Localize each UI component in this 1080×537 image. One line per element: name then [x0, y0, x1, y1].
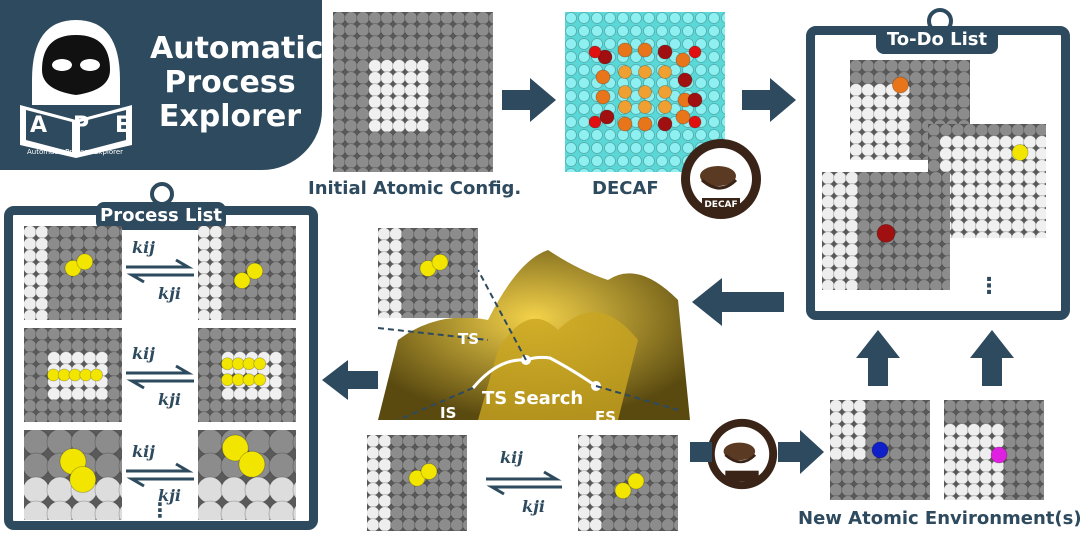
rate-forward-is: kij [500, 448, 523, 467]
equilibrium-arrows-icon [126, 364, 194, 390]
arrow-right-stub-icon [690, 442, 712, 462]
logo-letter-e: E [114, 113, 130, 138]
new-env-1-atoms [830, 400, 930, 500]
logo-letters: A P E [30, 113, 130, 138]
arrow-right-icon [742, 78, 796, 122]
decaf-label: DECAF [592, 178, 659, 199]
initial-config-panel [333, 12, 493, 172]
app-title: Automatic Process Explorer [150, 31, 324, 134]
decaf-badge-icon [706, 418, 778, 490]
ts-atoms [378, 228, 478, 318]
rate-backward-1: kji [158, 284, 181, 303]
process-3-initial-atoms [24, 430, 122, 520]
rate-backward-is: kji [522, 497, 545, 516]
process-2-final-atoms [198, 328, 296, 422]
ape-logo [20, 20, 132, 158]
arrow-left-icon [322, 360, 378, 400]
process-more-ellipsis: ⋮ [150, 498, 170, 522]
process-3-initial [24, 430, 122, 520]
is-panel [367, 435, 467, 531]
decaf-badge-text: DECAF [704, 200, 738, 210]
arrow-right-icon [778, 430, 824, 474]
equilibrium-arrows-icon [126, 462, 194, 488]
arrow-up-icon [970, 330, 1014, 386]
rate-forward-2: kij [132, 344, 155, 363]
arrow-left-icon [692, 278, 784, 326]
process-2-initial-atoms [24, 328, 122, 422]
initial-config-label: Initial Atomic Config. [308, 178, 522, 199]
is-label: IS [440, 404, 457, 422]
new-env-1 [830, 400, 930, 500]
logo-caption: Automatic Process Explorer [26, 148, 124, 156]
new-env-2-atoms [944, 400, 1044, 500]
ts-label: TS [458, 330, 480, 348]
decaf-atoms [565, 12, 725, 172]
arrow-up-icon [856, 330, 900, 386]
arrow-right-icon [502, 78, 556, 122]
fs-atoms [578, 435, 678, 531]
process-3-final [198, 430, 296, 520]
todo-list-title: To-Do List [876, 26, 998, 54]
energy-landscape [378, 250, 690, 420]
process-2-final [198, 328, 296, 422]
initial-config-atoms [333, 12, 493, 172]
equilibrium-arrows-icon [486, 470, 562, 496]
process-2-initial [24, 328, 122, 422]
ts-search-label: TS Search [482, 388, 584, 409]
logo-letter-p: P [72, 113, 90, 138]
process-1-initial [24, 226, 122, 320]
process-list-title: Process List [96, 202, 226, 230]
new-env-label: New Atomic Environment(s) [798, 508, 1080, 529]
process-1-initial-atoms [24, 226, 122, 320]
todo-more-ellipsis: ⋮ [978, 274, 1000, 299]
ts-panel [378, 228, 478, 318]
fs-panel [578, 435, 678, 531]
rate-backward-3: kji [158, 486, 181, 505]
todo-item-1-atoms [850, 60, 970, 160]
logo-letter-a: A [30, 113, 48, 138]
app-title-line3: Explorer [158, 99, 302, 134]
is-atoms [367, 435, 467, 531]
todo-item-3-atoms [822, 172, 950, 290]
process-1-final-atoms [198, 226, 296, 320]
process-1-final [198, 226, 296, 320]
process-3-final-atoms [198, 430, 296, 520]
app-title-line2: Process [164, 65, 296, 100]
decaf-badge-icon [681, 139, 761, 219]
rate-forward-3: kij [132, 442, 155, 461]
equilibrium-arrows-icon [126, 258, 194, 284]
decaf-panel [565, 12, 725, 172]
fs-label: FS [595, 408, 617, 426]
rate-backward-2: kji [158, 390, 181, 409]
rate-forward-1: kij [132, 238, 155, 257]
todo-item-3 [822, 172, 950, 290]
app-title-line1: Automatic [150, 31, 324, 66]
new-env-2 [944, 400, 1044, 500]
